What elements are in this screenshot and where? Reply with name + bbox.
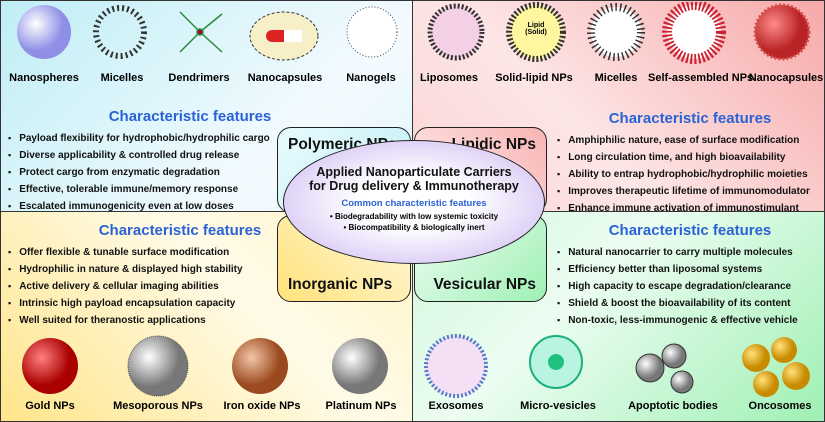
lipidic-type-icons	[427, 2, 811, 64]
inorganic-features: Offer flexible & tunable surface modific…	[8, 244, 243, 329]
type-label: Platinum NPs	[325, 400, 397, 412]
feature: Active delivery & cellular imaging abili…	[8, 278, 243, 295]
type-label: Dendrimers	[168, 72, 230, 84]
type-label: Micro-vesicles	[520, 400, 596, 412]
center-ellipse: Applied Nanoparticulate Carriers for Dru…	[283, 140, 545, 264]
mesoporous-np-icon	[127, 335, 189, 397]
polymeric-features: Payload flexibility for hydrophobic/hydr…	[8, 130, 270, 215]
type-label: Nanogels	[346, 72, 396, 84]
feature: Effective, tolerable immune/memory respo…	[8, 181, 270, 198]
vesicular-type-icons	[424, 334, 810, 398]
feature: Escalated immunogenicity even at low dos…	[8, 198, 270, 215]
liposome-icon	[427, 3, 485, 61]
center-title: Applied Nanoparticulate Carriers	[316, 165, 512, 179]
feature: Well suited for theranostic applications	[8, 312, 243, 329]
polymeric-heading: Characteristic features	[108, 108, 272, 125]
type-label: Exosomes	[428, 400, 484, 412]
nanogel-icon	[346, 6, 398, 58]
feature: Non-toxic, less-immunogenic & effective …	[557, 312, 798, 329]
type-label: Solid-lipid NPs	[495, 72, 573, 84]
micelle-icon	[587, 3, 645, 61]
solid-lipid-np-icon	[506, 2, 566, 62]
type-label: Oncosomes	[748, 400, 812, 412]
feature: High capacity to escape degradation/clea…	[557, 278, 798, 295]
feature: Diverse applicability & controlled drug …	[8, 147, 270, 164]
dendrimer-icon	[179, 11, 223, 53]
lipidic-features: Amphiphilic nature, ease of surface modi…	[557, 132, 810, 217]
micelle-icon	[93, 5, 147, 59]
feature: Amphiphilic nature, ease of surface modi…	[557, 132, 810, 149]
type-label: Mesoporous NPs	[113, 400, 203, 412]
feature: Improves therapeutic lifetime of immunom…	[557, 183, 810, 200]
vesicular-heading: Characteristic features	[608, 222, 772, 239]
lipidic-heading: Characteristic features	[608, 110, 772, 127]
feature: Shield & boost the bioavailability of it…	[557, 295, 798, 312]
iron-oxide-np-icon	[232, 338, 288, 394]
feature: Ability to entrap hydrophobic/hydrophili…	[557, 166, 810, 183]
feature: Payload flexibility for hydrophobic/hydr…	[8, 130, 270, 147]
type-label: Liposomes	[419, 72, 479, 84]
type-label: Micelles	[100, 72, 144, 84]
feature: Hydrophilic in nature & displayed high s…	[8, 261, 242, 278]
gold-np-icon	[22, 338, 78, 394]
common-heading: Common characteristic features	[341, 198, 487, 209]
oncosomes-icon	[742, 337, 810, 397]
inorganic-heading: Characteristic features	[98, 222, 262, 239]
type-label: Gold NPs	[25, 400, 75, 412]
vesicular-title: Vesicular NPs	[433, 276, 536, 293]
type-label: Apoptotic bodies	[628, 400, 718, 412]
inorganic-type-icons	[22, 335, 388, 397]
vesicular-features: Natural nanocarrier to carry multiple mo…	[557, 244, 798, 329]
type-label: Micelles	[594, 72, 638, 84]
type-label: Nanocapsules	[748, 72, 824, 84]
type-label: Iron oxide NPs	[223, 400, 301, 412]
feature: Protect cargo from enzymatic degradation	[8, 164, 270, 181]
center-title: for Drug delivery & Immunotherapy	[309, 179, 519, 193]
apoptotic-bodies-icon	[635, 343, 694, 394]
common-feature: • Biocompatibility & biologically inert	[343, 223, 485, 232]
inorganic-title: Inorganic NPs	[288, 276, 393, 293]
nanosphere-icon	[17, 5, 71, 59]
feature: Intrinsic high payload encapsulation cap…	[8, 295, 243, 312]
platinum-np-icon	[332, 338, 388, 394]
feature: Long circulation time, and high bioavail…	[557, 149, 810, 166]
exosome-icon	[424, 334, 488, 398]
feature: Enhance immune activation of immunostimu…	[557, 200, 810, 217]
feature: Efficiency better than liposomal systems	[557, 261, 798, 278]
type-label: Self-assembled NPs	[648, 72, 754, 84]
common-feature: • Biodegradability with low systemic tox…	[329, 212, 499, 221]
type-label: Nanocapsules	[247, 72, 323, 84]
sln-icon-text: Lipid (Solid)	[525, 22, 547, 36]
polymeric-type-icons	[17, 5, 398, 61]
nanocapsule-icon	[753, 3, 811, 61]
feature: Offer flexible & tunable surface modific…	[8, 244, 243, 261]
nanocapsule-icon	[249, 11, 319, 61]
feature: Natural nanocarrier to carry multiple mo…	[557, 244, 798, 261]
type-label: Nanospheres	[9, 72, 79, 84]
self-assembled-np-icon	[662, 2, 726, 64]
